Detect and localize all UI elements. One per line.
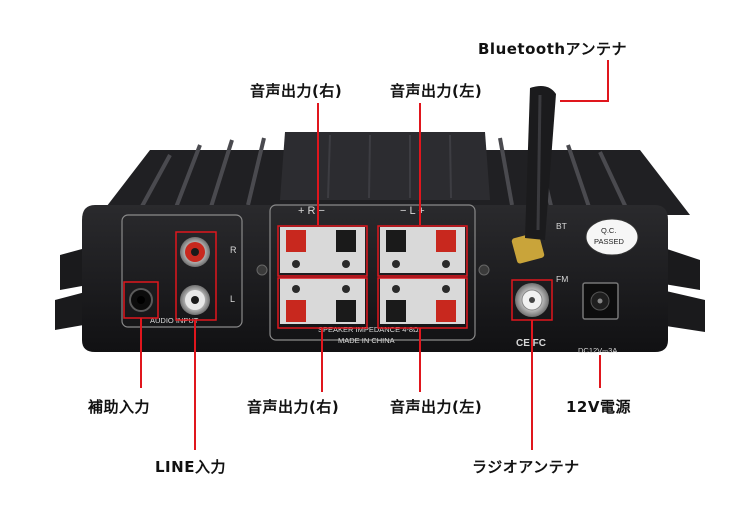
- svg-text:Q.C.: Q.C.: [601, 226, 616, 235]
- speaker-terminal-blocks: [280, 227, 465, 324]
- right-polarity-print: + R −: [298, 205, 325, 217]
- label-aux-input: 補助入力: [88, 398, 151, 416]
- label-out-left-top: 音声出力(左): [390, 82, 483, 100]
- heatsink-fins: [100, 132, 690, 215]
- svg-text:PASSED: PASSED: [594, 237, 624, 246]
- dc-rating-print: DC12V⎓3A: [578, 346, 617, 355]
- label-power-12v: 12V電源: [566, 398, 631, 416]
- left-polarity-print: − L +: [400, 205, 425, 217]
- label-bluetooth-antenna: Bluetoothアンテナ: [478, 40, 627, 58]
- label-out-right-top: 音声出力(右): [250, 82, 343, 100]
- qc-sticker: Q.C. PASSED: [585, 218, 639, 256]
- fm-jack: [515, 283, 549, 317]
- rca-jack-white: [180, 285, 210, 315]
- rca-l-mark: L: [230, 294, 235, 304]
- callout-lines: [140, 60, 609, 450]
- impedance-print: SPEAKER IMPEDANCE 4-8Ω: [318, 325, 419, 334]
- label-out-left-bottom: 音声出力(左): [390, 398, 483, 416]
- fm-print: FM: [556, 274, 568, 284]
- aux-jack: [129, 288, 153, 312]
- label-out-right-bottom: 音声出力(右): [247, 398, 340, 416]
- rca-r-mark: R: [230, 245, 237, 255]
- rca-jack-red: [180, 237, 210, 267]
- callout-bluetooth: [560, 60, 609, 102]
- label-line-input: LINE入力: [155, 458, 226, 476]
- label-radio-antenna: ラジオアンテナ: [472, 458, 580, 476]
- audio-input-print: AUDIO INPUT: [150, 316, 199, 325]
- bluetooth-antenna: [511, 86, 556, 264]
- made-in-print: MADE IN CHINA: [338, 336, 395, 345]
- bt-print: BT: [556, 221, 567, 231]
- dc-jack: [582, 282, 619, 320]
